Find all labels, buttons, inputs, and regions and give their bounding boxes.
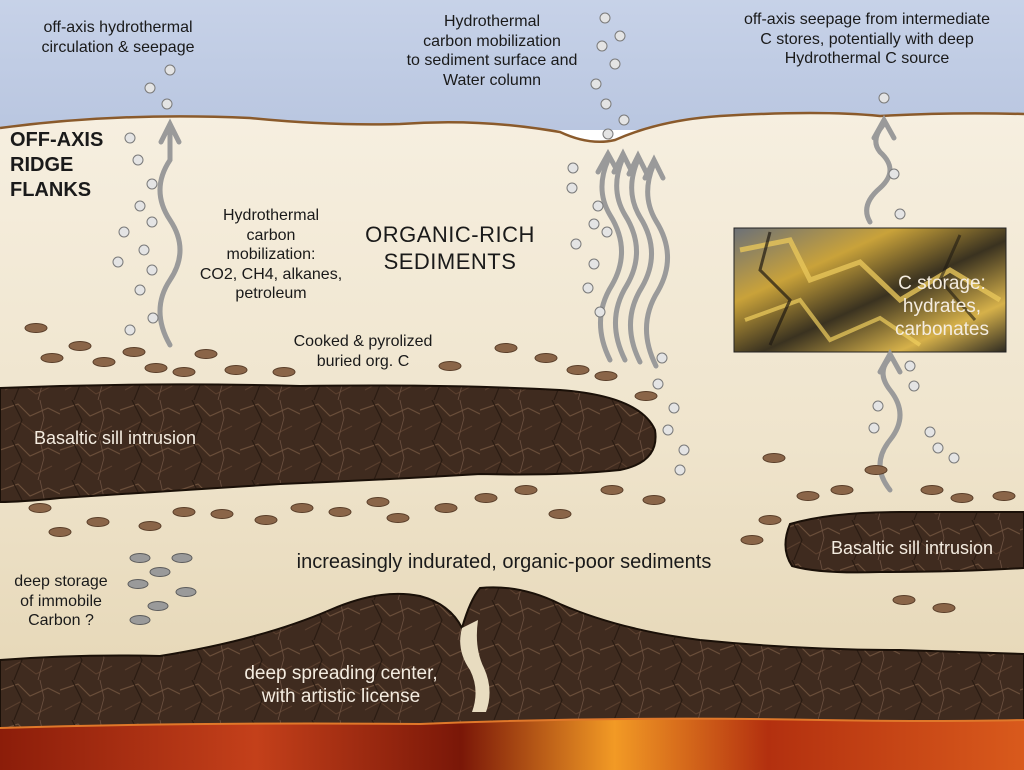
arrow-center-heads xyxy=(595,148,666,181)
label-organic-rich-sediments: ORGANIC-RICH SEDIMENTS xyxy=(365,222,535,274)
label-cooked-carbon: Cooked & pyrolized buried org. C xyxy=(293,333,433,370)
label-indurated-sediments: increasingly indurated, organic-poor sed… xyxy=(296,551,712,573)
arrow-left-seepage xyxy=(157,127,183,348)
gas-bubbles xyxy=(112,12,960,476)
flow-arrows xyxy=(157,114,903,493)
arrow-center-4 xyxy=(644,163,670,369)
label-basaltic-sill-left: Basaltic sill intrusion xyxy=(34,428,197,448)
arrow-right-upper-head xyxy=(871,114,897,141)
arrow-left-head xyxy=(158,118,182,145)
organic-carbon-pellets xyxy=(24,323,1016,613)
basaltic-sill-right xyxy=(784,510,1024,574)
fissure xyxy=(460,620,490,712)
arrow-center-1 xyxy=(598,157,624,363)
label-right-seepage: off-axis seepage from intermediate C sto… xyxy=(743,11,991,68)
immobile-carbon-pellets xyxy=(127,553,197,625)
seafloor-line xyxy=(0,111,1024,143)
label-off-axis-seepage: off-axis hydrothermal circulation & seep… xyxy=(41,19,195,56)
arrow-center-2 xyxy=(613,157,639,363)
label-center-mobilization: Hydrothermal carbon mobilization to sedi… xyxy=(406,13,578,89)
magma xyxy=(0,718,1024,770)
arrow-center-3 xyxy=(628,159,654,365)
basaltic-sill-left xyxy=(0,383,657,504)
label-deep-storage: deep storage of immobile Carbon ? xyxy=(14,573,108,630)
label-spreading-center: deep spreading center, with artistic lic… xyxy=(244,663,438,708)
oceanic-crust xyxy=(0,586,1024,731)
magma-boundary xyxy=(0,717,1024,729)
label-basaltic-sill-right: Basaltic sill intrusion xyxy=(830,538,994,558)
arrow-right-lower-head xyxy=(877,348,903,375)
label-hydrothermal-mobilization: Hydrothermal carbon mobilization: CO2, C… xyxy=(199,207,343,303)
label-ridge-flanks: OFF-AXIS RIDGE FLANKS xyxy=(10,129,104,201)
label-c-storage: C storage: hydrates, carbonates xyxy=(894,273,989,341)
arrow-right-lower xyxy=(877,355,903,493)
